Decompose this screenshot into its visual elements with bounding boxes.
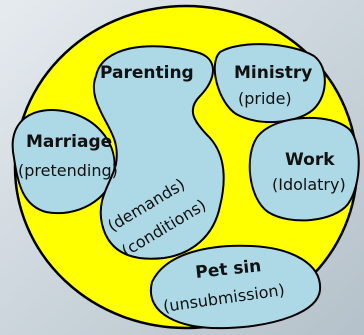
marriage-label: Marriage: [26, 132, 112, 152]
work-note: (Idolatry): [272, 175, 346, 194]
marriage-note: (pretending): [18, 161, 118, 180]
ministry-region: [213, 43, 326, 124]
pet-sin-region: [149, 244, 322, 330]
work-label: Work: [285, 150, 335, 170]
parenting-label: Parenting: [100, 63, 194, 83]
ministry-label: Ministry: [234, 63, 312, 83]
work-region: [248, 116, 360, 222]
ministry-note: (pride): [238, 89, 292, 108]
parenting-region: [92, 45, 225, 260]
